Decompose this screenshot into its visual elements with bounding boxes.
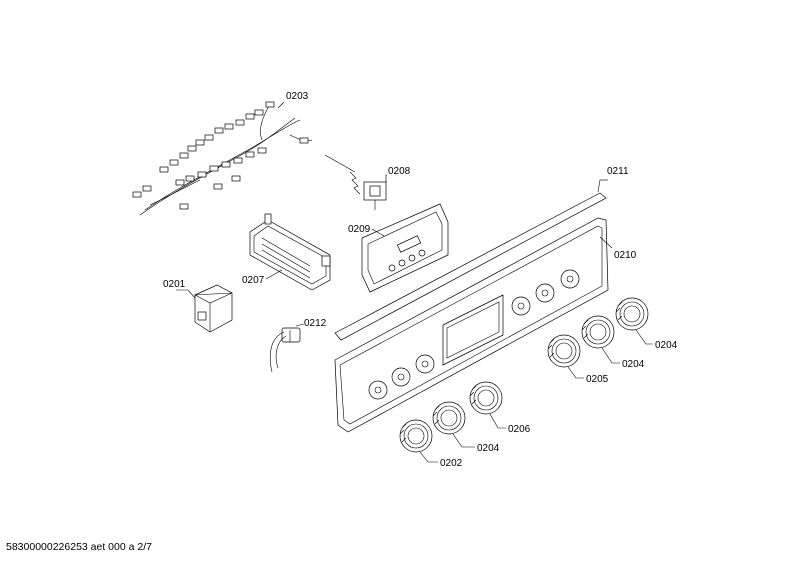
callout-0209: 0209	[348, 224, 371, 235]
knob-0204-top	[615, 297, 649, 331]
relay-box-part: 0201	[163, 279, 233, 333]
callout-0206: 0206	[508, 424, 531, 435]
switch-part: 0212	[269, 318, 327, 373]
trim-rod-part: 0211	[334, 166, 629, 341]
knob-0204-middle	[581, 315, 615, 349]
callout-0203: 0203	[286, 91, 309, 102]
callout-0204-right-middle: 0204	[622, 359, 645, 370]
callout-0204-left: 0204	[477, 443, 500, 454]
panel-knob-openings	[368, 269, 580, 400]
knob-0206	[469, 381, 503, 415]
callout-0208: 0208	[388, 166, 411, 177]
callout-0207: 0207	[242, 275, 265, 286]
callout-0210: 0210	[614, 250, 637, 261]
callout-0211: 0211	[607, 166, 629, 177]
knob-0205	[547, 334, 581, 368]
document-footer: 58300000226253 aet 000 a 2/7	[6, 541, 152, 553]
callout-0205: 0205	[586, 374, 609, 385]
callout-0212: 0212	[304, 318, 327, 329]
callout-0204-right-top: 0204	[655, 340, 678, 351]
harness-connectors	[132, 101, 309, 210]
knob-callouts: 0204 0204 0205 0206 0204 0202	[419, 329, 678, 469]
terminal-block-part: 0207	[242, 213, 331, 291]
knobs-group	[399, 297, 649, 453]
knob-0204-left	[432, 401, 466, 435]
knob-0202	[399, 419, 433, 453]
control-panel-part: 0210	[334, 217, 637, 433]
callout-0201: 0201	[163, 279, 186, 290]
sensor-part: 0208	[324, 154, 411, 210]
wiring-harness-part: 0203	[132, 91, 313, 216]
callout-0202: 0202	[440, 458, 463, 469]
electronic-module-part: 0209	[348, 203, 449, 293]
